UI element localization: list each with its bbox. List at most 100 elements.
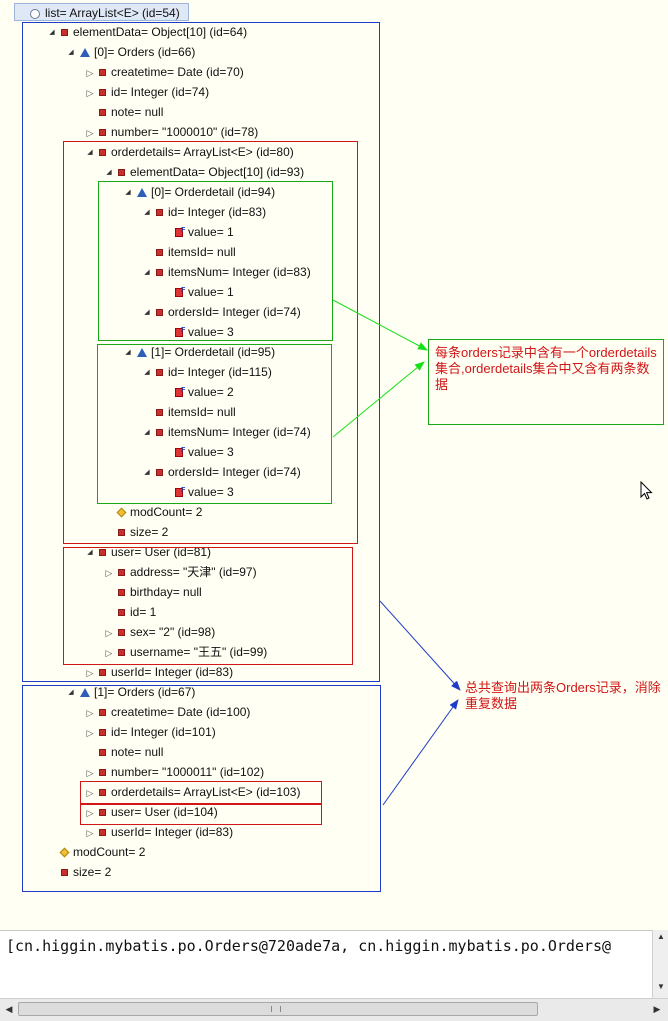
tree-node[interactable]: ◢elementData= Object[10] (id=64): [46, 23, 247, 41]
tree-node[interactable]: ▷createtime= Date (id=70): [84, 63, 244, 81]
tree-node[interactable]: value= 3: [160, 322, 234, 341]
tree-node[interactable]: ▷id= Integer (id=74): [84, 83, 210, 101]
collapse-toggle-icon[interactable]: ◢: [144, 428, 150, 436]
tree-node[interactable]: ▷userId= Integer (id=83): [84, 663, 234, 681]
scroll-right-icon[interactable]: ▶: [653, 1004, 661, 1014]
tree-node[interactable]: itemsId= null: [141, 243, 236, 261]
tree-node[interactable]: ◢orderdetails= ArrayList<E> (id=80): [84, 143, 293, 161]
tree-node[interactable]: ◢ id= Integer (id=115): [141, 363, 272, 381]
tree-node-label: id= Integer (id=115): [168, 365, 272, 379]
scroll-down-icon[interactable]: ▼: [657, 982, 665, 991]
collapse-toggle-icon[interactable]: ◢: [49, 28, 55, 36]
tree-node[interactable]: value= 1: [160, 222, 234, 241]
tree-node-label: size= 2: [73, 865, 112, 879]
tree-node[interactable]: size= 2: [46, 863, 111, 881]
collapse-toggle-icon[interactable]: ◢: [144, 368, 150, 376]
collapse-toggle-icon[interactable]: ◢: [144, 268, 150, 276]
collapse-toggle-icon[interactable]: ◢: [106, 168, 112, 176]
expand-toggle-icon[interactable]: ▷: [105, 647, 113, 658]
tree-node[interactable]: ◢[0]= Orders (id=66): [65, 43, 195, 61]
collapse-toggle-icon[interactable]: ◢: [125, 188, 131, 196]
tree-node[interactable]: ◢itemsNum= Integer (id=74): [141, 423, 310, 441]
tree-node[interactable]: note= null: [84, 743, 163, 761]
tree-node[interactable]: modCount= 2: [46, 843, 145, 861]
tree-node[interactable]: value= 3: [160, 482, 234, 501]
tree-node[interactable]: value= 1: [160, 282, 234, 301]
tree-node[interactable]: ▷username= "王五" (id=99): [103, 643, 268, 661]
tree-node[interactable]: ◢[0]= Orderdetail (id=94): [122, 183, 275, 201]
tree-node[interactable]: ▷ sex= "2" (id=98): [103, 623, 216, 641]
expand-toggle-icon[interactable]: ▷: [86, 127, 94, 138]
tree-node[interactable]: ◢id= Integer (id=83): [141, 203, 266, 221]
field-icon: [118, 169, 125, 177]
collapse-toggle-icon[interactable]: ◢: [87, 548, 93, 556]
tree-node[interactable]: value= 2: [160, 382, 234, 401]
scroll-left-icon[interactable]: ◀: [5, 1004, 13, 1014]
expand-toggle-icon[interactable]: ▷: [86, 67, 94, 78]
tree-node[interactable]: ◢ordersId= Integer (id=74): [141, 303, 300, 321]
collapse-toggle-icon[interactable]: ◢: [125, 348, 131, 356]
tree-node[interactable]: list= ArrayList<E> (id=54): [14, 3, 189, 21]
tree-node[interactable]: ◢itemsNum= Integer (id=83): [141, 263, 310, 281]
final-field-icon: [175, 282, 185, 300]
tree-node[interactable]: itemsId= null: [141, 403, 236, 421]
tree-node-label: itemsId= null: [168, 405, 236, 419]
tree-node-label: size= 2: [130, 525, 169, 539]
tree-node[interactable]: ◢ordersId= Integer (id=74): [141, 463, 300, 481]
tree-node[interactable]: size= 2: [103, 523, 168, 541]
field-icon: [156, 469, 163, 477]
scroll-up-icon[interactable]: ▲: [657, 932, 665, 941]
expand-toggle-icon[interactable]: ▷: [86, 727, 94, 738]
tree-node[interactable]: ▷user= User (id=104): [84, 803, 218, 821]
field-icon: [99, 769, 106, 777]
expand-toggle-icon[interactable]: ▷: [86, 707, 94, 718]
collapse-toggle-icon[interactable]: ◢: [68, 48, 74, 56]
tree-node[interactable]: ▷address= "天津" (id=97): [103, 563, 257, 581]
tree-node[interactable]: note= null: [84, 103, 163, 121]
mouse-cursor-icon: [640, 481, 653, 500]
expand-toggle-icon[interactable]: ▷: [86, 667, 94, 678]
tree-node[interactable]: ◢user= User (id=81): [84, 543, 211, 561]
tree-node[interactable]: ▷ userId= Integer (id=83): [84, 823, 234, 841]
collapse-toggle-icon[interactable]: ◢: [68, 688, 74, 696]
tree-node[interactable]: value= 3: [160, 442, 234, 461]
tree-node[interactable]: ◢elementData= Object[10] (id=93): [103, 163, 304, 181]
final-field-icon: [175, 322, 185, 340]
tree-node-label: number= "1000011" (id=102): [111, 765, 265, 779]
expand-toggle-icon[interactable]: ▷: [86, 827, 94, 838]
console-horizontal-scrollbar[interactable]: ◀ ▶: [0, 998, 668, 1021]
tree-node[interactable]: modCount= 2: [103, 503, 202, 521]
collapse-toggle-icon[interactable]: ◢: [144, 208, 150, 216]
tree-node-label: userId= Integer (id=83): [111, 825, 234, 839]
tree-node-label: note= null: [111, 745, 164, 759]
tree-node[interactable]: ▷orderdetails= ArrayList<E> (id=103): [84, 783, 301, 801]
console-output[interactable]: [cn.higgin.mybatis.po.Orders@720ade7a, c…: [0, 930, 668, 1001]
tree-node[interactable]: ▷number= "1000010" (id=78): [84, 123, 259, 141]
console-vertical-scrollbar[interactable]: ▲ ▼: [652, 930, 668, 998]
expand-toggle-icon[interactable]: ▷: [86, 807, 94, 818]
tree-node-label: list= ArrayList<E> (id=54): [45, 6, 180, 20]
collapse-toggle-icon[interactable]: ◢: [144, 468, 150, 476]
expand-toggle-icon[interactable]: ▷: [86, 787, 94, 798]
variables-tree-panel[interactable]: list= ArrayList<E> (id=54) ◢elementData= …: [0, 0, 668, 930]
field-icon: [99, 89, 106, 97]
tree-node[interactable]: id= 1: [103, 603, 156, 621]
array-element-icon: [137, 188, 147, 198]
tree-node-label: sex= "2" (id=98): [130, 625, 216, 639]
expand-toggle-icon[interactable]: ▷: [105, 567, 113, 578]
tree-node[interactable]: ▷id= Integer (id=101): [84, 723, 216, 741]
tree-node-label: createtime= Date (id=100): [111, 705, 251, 719]
tree-node[interactable]: ▷ number= "1000011" (id=102): [84, 763, 265, 781]
scroll-thumb[interactable]: [18, 1002, 538, 1016]
collapse-toggle-icon[interactable]: ◢: [144, 308, 150, 316]
expand-toggle-icon[interactable]: ▷: [105, 627, 113, 638]
tree-node[interactable]: birthday= null: [103, 583, 202, 601]
tree-node[interactable]: ▷ createtime= Date (id=100): [84, 703, 251, 721]
field-icon: [99, 709, 106, 717]
tree-node[interactable]: ◢[1]= Orderdetail (id=95): [122, 343, 275, 361]
expand-toggle-icon[interactable]: ▷: [86, 87, 94, 98]
tree-node[interactable]: ◢[1]= Orders (id=67): [65, 683, 195, 701]
expand-toggle-icon[interactable]: ▷: [86, 767, 94, 778]
array-element-icon: [80, 688, 90, 698]
collapse-toggle-icon[interactable]: ◢: [87, 148, 93, 156]
